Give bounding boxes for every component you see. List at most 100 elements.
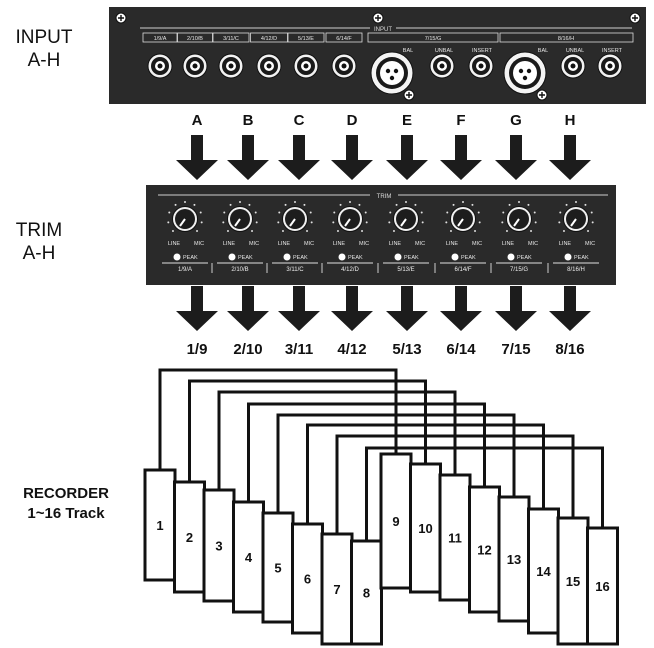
trim-scale-dot — [533, 211, 536, 214]
trim-scale-dot — [239, 201, 241, 203]
trim-scale-dot — [508, 203, 511, 206]
trim-scale-dot — [222, 221, 225, 224]
trim-knob-pointer — [570, 218, 577, 227]
trim-scale-dot — [255, 221, 258, 224]
trim-scale-dot — [462, 201, 464, 203]
recorder-connection — [365, 446, 604, 541]
trim-channel-label: 4/12/D — [341, 267, 359, 273]
trim-scale-dot — [171, 230, 174, 233]
peak-led — [564, 253, 572, 261]
recorder-track-number: 1 — [156, 518, 163, 533]
arrow-input-to-trim — [549, 135, 591, 180]
input-channel-label-box — [287, 32, 325, 43]
trim-scale-dot — [349, 201, 351, 203]
input-sublabel-bal: BAL — [403, 48, 413, 54]
recorder-connection — [217, 390, 457, 490]
trim-channel-label: 2/10/B — [231, 267, 248, 273]
trim-scale-dot — [229, 203, 232, 206]
peak-led — [394, 253, 402, 261]
xlr-input-7-pin — [393, 68, 399, 74]
trim-scale-dot — [518, 201, 520, 203]
trim-label-line1: TRIM — [15, 220, 63, 241]
recorder-track-number: 13 — [507, 552, 521, 567]
input-label-line2: A-H — [27, 50, 61, 71]
recorder-track-box — [527, 507, 560, 635]
trim-scale-dot — [395, 203, 398, 206]
arrow-input-to-trim — [278, 135, 320, 180]
trim-scale-dot — [478, 221, 481, 224]
trim-scale-dot — [254, 211, 257, 214]
arrow-trim-to-recorder — [278, 286, 320, 331]
trim-knob-pointer — [179, 218, 186, 227]
track-pair-label: 4/12 — [337, 341, 366, 358]
trim-peak-label: PEAK — [238, 255, 253, 261]
recorder-connection — [247, 402, 486, 502]
trim-label-line2: A-H — [22, 243, 56, 264]
trim-channel-label: 5/13/E — [397, 267, 414, 273]
input-channel-label-box — [325, 32, 363, 43]
arrow-trim-to-recorder — [549, 286, 591, 331]
trim-mic-label: MIC — [249, 241, 259, 247]
input-channel-label-box — [142, 32, 178, 43]
trim-scale-dot — [474, 230, 477, 233]
input-letter: A — [192, 112, 203, 129]
input-letter: H — [565, 112, 576, 129]
arrow-input-to-trim — [331, 135, 373, 180]
trim-scale-dot — [332, 221, 335, 224]
recorder-track-box — [232, 500, 265, 614]
trim-scale-dot — [196, 230, 199, 233]
input-panel-title: INPUT — [374, 27, 392, 33]
trim-scale-dot — [417, 230, 420, 233]
trim-scale-dot — [471, 203, 474, 206]
trim-scale-dot — [505, 230, 508, 233]
trim-scale-dot — [339, 203, 342, 206]
trim-line-label: LINE — [502, 241, 515, 247]
xlr-input-8-pin — [522, 75, 528, 81]
arrow-trim-to-recorder — [176, 286, 218, 331]
trim-scale-dot — [361, 230, 364, 233]
recorder-track-number: 9 — [392, 514, 399, 529]
input-channel-label-box — [367, 32, 499, 43]
recorder-track-number: 14 — [536, 564, 551, 579]
recorder-track-box — [468, 485, 501, 614]
input-jack-center — [303, 63, 309, 69]
trim-mic-label: MIC — [472, 241, 482, 247]
recorder-track-number: 8 — [363, 586, 370, 601]
trim-scale-dot — [303, 203, 306, 206]
arrow-trim-to-recorder — [440, 286, 482, 331]
trim-scale-dot — [174, 203, 177, 206]
trim-scale-dot — [558, 221, 561, 224]
trim-scale-dot — [452, 203, 455, 206]
trim-knob-pointer — [513, 218, 520, 227]
recorder-track-box — [556, 516, 590, 646]
trim-mic-label: MIC — [304, 241, 314, 247]
trim-peak-label: PEAK — [348, 255, 363, 261]
trim-channel-label: 1/9/A — [178, 267, 192, 273]
trim-mic-label: MIC — [359, 241, 369, 247]
recorder-track-box — [379, 452, 413, 590]
trim-mic-label: MIC — [194, 241, 204, 247]
input-letter: C — [294, 112, 305, 129]
trim-peak-label: PEAK — [404, 255, 419, 261]
track-pair-label: 6/14 — [446, 341, 476, 358]
trim-scale-dot — [405, 201, 407, 203]
trim-mic-label: MIC — [415, 241, 425, 247]
input-channel-label-box — [177, 32, 213, 43]
trim-scale-dot — [445, 221, 448, 224]
trim-knob-pointer — [344, 218, 351, 227]
input-label-line1: INPUT — [15, 27, 73, 48]
track-pair-label: 3/11 — [285, 341, 313, 358]
recorder-connection — [335, 434, 575, 534]
recorder-track-box — [291, 522, 324, 635]
trim-scale-dot — [421, 221, 424, 224]
trim-scale-dot — [565, 203, 568, 206]
trim-channel-label: 7/15/G — [510, 267, 528, 273]
input-jack-center — [341, 63, 347, 69]
trim-panel-title: TRIM — [377, 194, 392, 200]
trim-scale-dot — [591, 221, 594, 224]
peak-led — [173, 253, 181, 261]
peak-led — [451, 253, 459, 261]
trim-label: TRIM A-H — [0, 219, 78, 265]
input-sublabel-unbal: UNBAL — [435, 48, 453, 54]
